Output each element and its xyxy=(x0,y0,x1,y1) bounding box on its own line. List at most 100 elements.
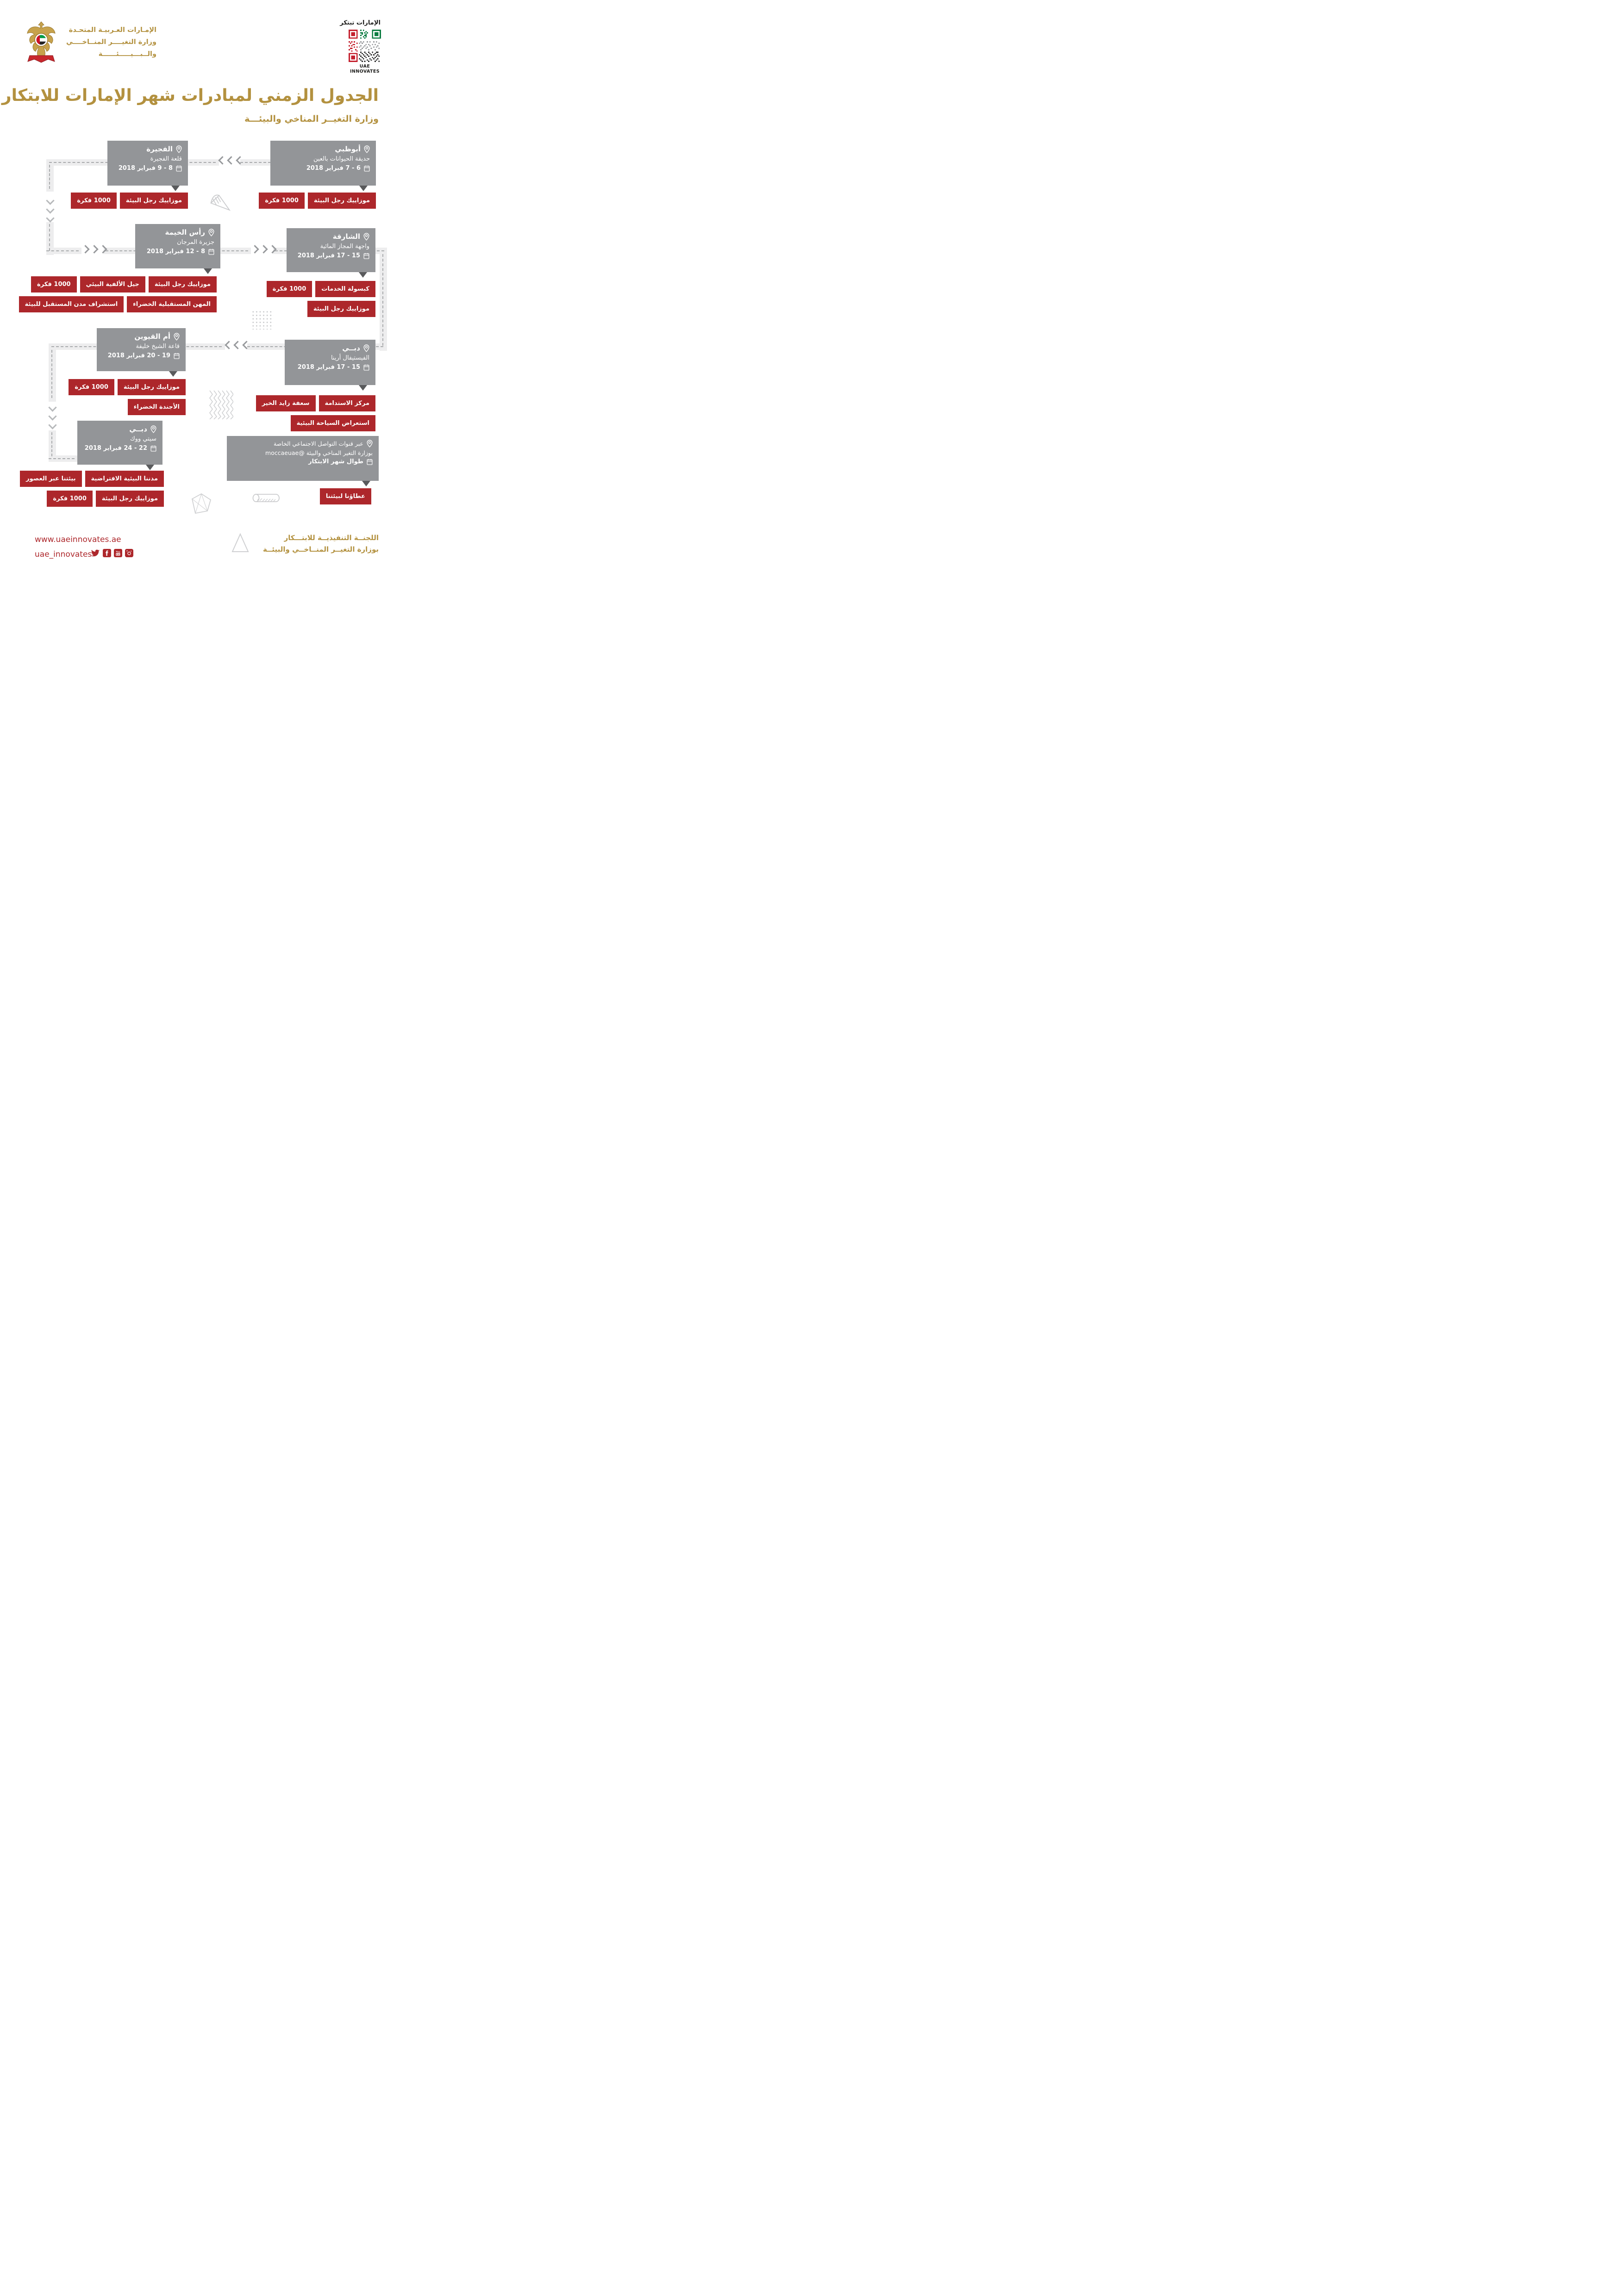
location-card-abu-dhabi: أبوظبي حديقة الحيوانات بالعين 6 - 7 فبرا… xyxy=(270,141,376,191)
city-name: الفجيرة xyxy=(146,145,173,153)
facebook-icon[interactable] xyxy=(103,549,111,559)
calendar-icon xyxy=(363,253,369,259)
venue-name: سيتي ووك xyxy=(130,436,156,442)
initiative-box: سعفة زايد الخير xyxy=(256,395,316,411)
triangle-decoration xyxy=(231,532,250,555)
website-link[interactable]: www.uaeinnovates.ae xyxy=(35,535,121,544)
timeline-band xyxy=(46,222,54,255)
instagram-icon[interactable] xyxy=(125,549,133,559)
pointer-arrow xyxy=(171,186,180,191)
initiative-box: استعراض السياحة البيئية xyxy=(290,415,375,431)
calendar-icon xyxy=(174,353,180,359)
venue-name: قلعة الفجيرة xyxy=(150,156,182,162)
location-card-umm-al-quwain: أم القيوين قاعة الشيخ خليفة 19 - 20 فبرا… xyxy=(97,328,186,377)
channel-line: بوزارة التغير المناخي والبيئة @moccaeuae xyxy=(265,449,373,456)
location-card-ras-al-khaimah: رأس الخيمة جزيرة المرجان 8 - 12 فبراير 2… xyxy=(135,224,220,274)
location-pin-icon xyxy=(364,145,370,153)
initiatives-social-media: عطاؤنا لبيئتنا xyxy=(319,488,371,504)
event-date: 22 - 24 فبراير 2018 xyxy=(84,445,147,452)
timeline-dash xyxy=(49,458,75,459)
city-name: أم القيوين xyxy=(134,332,170,341)
timeline-band xyxy=(46,159,54,192)
arrow-right-icon xyxy=(81,245,107,254)
initiative-box: موزاييك رجل البيئة xyxy=(119,193,188,209)
event-date: 19 - 20 فبراير 2018 xyxy=(107,352,170,359)
location-card-fujairah: الفجيرة قلعة الفجيرة 8 - 9 فبراير 2018 xyxy=(107,141,188,191)
pointer-arrow xyxy=(359,385,367,391)
initiative-box: جيل الألفية البيئي xyxy=(80,276,145,292)
initiative-box: 1000 فكرة xyxy=(69,379,114,395)
calendar-icon xyxy=(150,445,156,452)
timeline-dash xyxy=(51,350,52,398)
cylinder-decoration xyxy=(252,493,281,504)
initiative-box: المهن المستقبلية الخضراء xyxy=(127,296,217,312)
initiative-box: مركز الاستدامة xyxy=(319,395,375,411)
location-card-sharjah: الشارقة واجهة المجاز المائية 15 - 17 فبر… xyxy=(287,228,375,278)
initiative-box: 1000 فكرة xyxy=(71,193,117,209)
initiative-box: موزاييك رجل البيئة xyxy=(117,379,186,395)
location-pin-icon xyxy=(367,440,373,448)
arrow-right-icon xyxy=(250,245,277,254)
ministry-line: وزارة التغيــــر المنــاخــــي xyxy=(66,38,156,46)
initiative-box: كبسولة الخدمات xyxy=(315,281,375,297)
location-pin-icon xyxy=(363,344,369,352)
timeline-band xyxy=(49,343,56,402)
dots-decoration xyxy=(251,310,274,330)
svg-text:Tube: Tube xyxy=(116,554,121,555)
channel-line: عبر قنوات التواصل الاجتماعي الخاصة xyxy=(273,440,363,447)
city-name: الشارقة xyxy=(332,232,360,241)
initiative-box: 1000 فكرة xyxy=(259,193,305,209)
qr-code[interactable] xyxy=(349,30,381,64)
committee-line: بوزارة التغيــر المنــاخــي والبيئــة xyxy=(263,545,379,554)
venue-name: حديقة الحيوانات بالعين xyxy=(313,156,370,162)
location-card-dubai-city-walk: دبــي سيتي ووك 22 - 24 فبراير 2018 xyxy=(77,421,162,470)
timeline-dash xyxy=(46,250,79,251)
initiative-box: موزاييك رجل البيئة xyxy=(307,301,375,317)
event-date: 8 - 12 فبراير 2018 xyxy=(146,248,205,255)
calendar-icon xyxy=(367,459,373,465)
pointer-arrow xyxy=(359,272,367,278)
initiatives-sharjah: كبسولة الخدمات 1000 فكرة موزاييك رجل الب… xyxy=(266,281,375,317)
infographic-poster: الإمـارات العـربيـة المتحـدة وزارة التغي… xyxy=(0,0,406,574)
initiative-box: 1000 فكرة xyxy=(31,276,77,292)
ministry-line: والــبـــيـــــئــــــة xyxy=(98,50,156,58)
timeline-band xyxy=(49,430,56,462)
initiative-box: 1000 فكرة xyxy=(47,491,93,507)
gem-decoration xyxy=(187,492,214,518)
location-pin-icon xyxy=(176,145,182,153)
initiative-box: مدننا البيئية الافتراضية xyxy=(85,471,164,487)
initiative-box: استشراف مدن المستقبل للبيئة xyxy=(19,296,124,312)
initiatives-dubai-city-walk: مدننا البيئية الافتراضية بيئتنا عبر العص… xyxy=(20,471,164,507)
event-date: طوال شهر الابتكار xyxy=(308,458,363,465)
venue-name: جزيرة المرجان xyxy=(177,239,214,246)
calendar-icon xyxy=(208,249,214,255)
initiative-box: موزاييك رجل البيئة xyxy=(148,276,217,292)
pointer-arrow xyxy=(204,268,212,274)
committee-block: اللجنــة التنفيذيــة للابتـــكار بوزارة … xyxy=(263,532,379,555)
initiatives-fujairah: موزاييك رجل البيئة 1000 فكرة xyxy=(71,193,188,209)
location-pin-icon xyxy=(150,425,156,433)
location-card-dubai-festival-arena: دبــي الفيستيفال أرينا 15 - 17 فبراير 20… xyxy=(285,340,375,391)
initiatives-umm-al-quwain: موزاييك رجل البيئة 1000 فكرة الأجندة الخ… xyxy=(69,379,186,415)
cone-decoration xyxy=(208,193,231,214)
page-title: الجدول الزمني لمبادرات شهر الإمارات للاب… xyxy=(1,86,379,105)
timeline-dash xyxy=(382,254,383,346)
committee-line: اللجنــة التنفيذيــة للابتـــكار xyxy=(284,534,379,542)
arrow-down-icon xyxy=(46,196,55,223)
twitter-icon[interactable] xyxy=(91,549,100,559)
arrow-left-icon xyxy=(225,341,251,349)
uae-emblem xyxy=(26,20,56,67)
event-date: 15 - 17 فبراير 2018 xyxy=(297,252,360,259)
initiative-box: 1000 فكرة xyxy=(266,281,312,297)
event-date: 8 - 9 فبراير 2018 xyxy=(118,165,173,172)
timeline-dash xyxy=(51,432,52,456)
calendar-icon xyxy=(176,165,182,172)
social-handle[interactable]: uae_innovates xyxy=(35,550,92,559)
initiative-box: الأجندة الخضراء xyxy=(127,399,186,415)
event-date: 15 - 17 فبراير 2018 xyxy=(297,364,360,371)
initiative-box: بيئتنا عبر العصور xyxy=(20,471,82,487)
city-name: دبــي xyxy=(342,344,360,352)
initiative-box: عطاؤنا لبيئتنا xyxy=(319,488,371,504)
